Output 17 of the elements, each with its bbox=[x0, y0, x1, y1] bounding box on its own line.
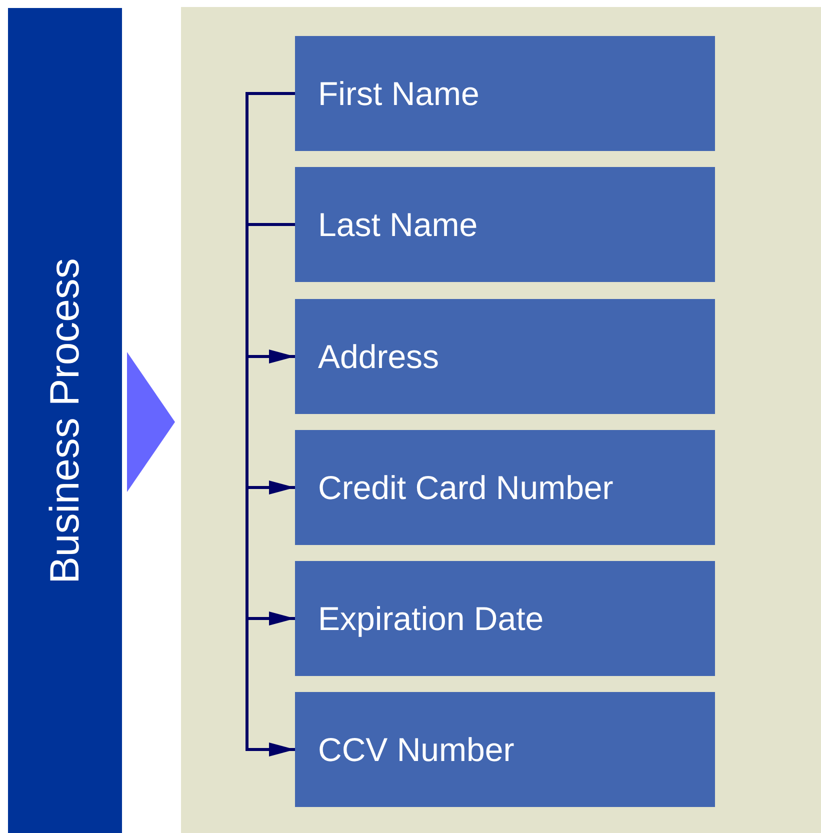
field-label: Expiration Date bbox=[318, 600, 544, 638]
chevron-arrow bbox=[127, 352, 175, 492]
field-box bbox=[295, 36, 715, 151]
field-box bbox=[295, 561, 715, 676]
field-label: Credit Card Number bbox=[318, 468, 614, 506]
field-box bbox=[295, 430, 715, 545]
panel-background bbox=[181, 7, 821, 833]
field-label: First Name bbox=[318, 74, 480, 112]
swimlane-bar bbox=[8, 8, 122, 833]
field-box bbox=[295, 167, 715, 282]
arrow bbox=[246, 92, 295, 756]
lane-title: Business Process bbox=[42, 258, 88, 584]
field-box bbox=[295, 299, 715, 414]
field-label: Last Name bbox=[318, 206, 478, 244]
field-box bbox=[295, 692, 715, 807]
field-label: Address bbox=[318, 338, 440, 376]
field-label: CCV Number bbox=[318, 730, 514, 768]
